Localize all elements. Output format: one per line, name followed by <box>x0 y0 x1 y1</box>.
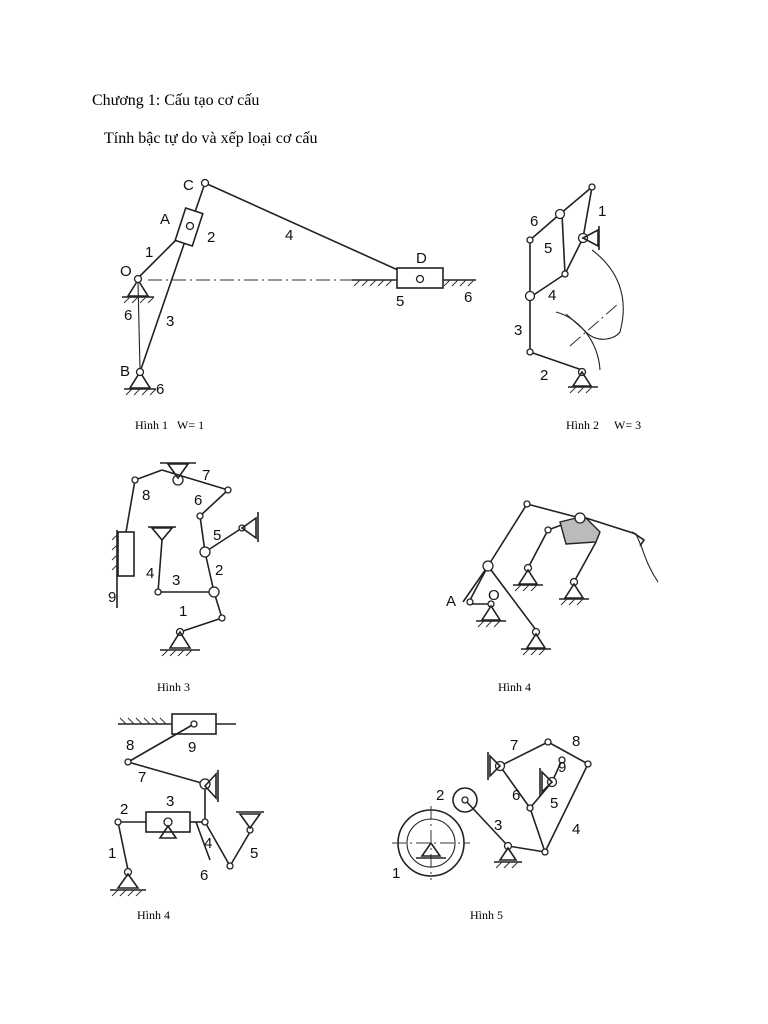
figure-4-diagram: A O <box>446 500 659 656</box>
fig4-label-O: O <box>488 587 500 604</box>
fig1-label-B: B <box>120 363 130 380</box>
fig1-label-2: 2 <box>207 229 215 246</box>
fig2-label-4: 4 <box>548 287 556 304</box>
figure-3-caption: Hình 3 <box>157 680 190 694</box>
fig3-label-3: 3 <box>172 572 180 589</box>
fig2-label-1: 1 <box>598 203 606 220</box>
fig5-label-3: 3 <box>494 817 502 834</box>
fig1-label-3: 3 <box>166 313 174 330</box>
figure-1-caption: Hình 1 W= 1 <box>135 418 205 432</box>
figure-2-diagram: 1 2 3 4 5 6 <box>514 183 624 394</box>
figure-3-diagram: 1 2 3 4 5 6 7 8 9 <box>108 462 259 657</box>
fig2-label-2: 2 <box>540 367 548 384</box>
fig2-label-5: 5 <box>544 240 552 257</box>
fig4b-label-6: 6 <box>200 867 208 884</box>
fig1-label-A: A <box>160 211 170 228</box>
fig4b-label-7: 7 <box>138 769 146 786</box>
fig4b-label-3: 3 <box>166 793 174 810</box>
fig5-label-1: 1 <box>392 865 400 882</box>
figure-2-dof: W= 3 <box>614 418 642 432</box>
fig4b-label-1: 1 <box>108 845 116 862</box>
figure-4b-diagram: 1 2 3 4 5 6 7 8 9 <box>108 713 264 897</box>
fig3-label-7: 7 <box>202 467 210 484</box>
figure-2-caption: Hình 2 W= 3 <box>566 418 642 432</box>
fig2-label-3: 3 <box>514 322 522 339</box>
fig4b-label-8: 8 <box>126 737 134 754</box>
fig1-label-O: O <box>120 263 132 280</box>
figure-4-caption: Hình 4 <box>498 680 531 694</box>
fig3-label-9: 9 <box>108 589 116 606</box>
fig5-label-7: 7 <box>510 737 518 754</box>
fig4b-label-2: 2 <box>120 801 128 818</box>
figure-5-caption: Hình 5 <box>470 908 503 922</box>
figure-1-diagram: C A O B D 1 2 3 4 5 6 6 6 <box>120 177 476 398</box>
fig3-label-1: 1 <box>179 603 187 620</box>
fig3-label-5: 5 <box>213 527 221 544</box>
fig2-label-6: 6 <box>530 213 538 230</box>
figure-1-dof: W= 1 <box>177 418 205 432</box>
fig1-label-5: 5 <box>396 293 404 310</box>
fig1-label-1: 1 <box>145 244 153 261</box>
fig3-label-8: 8 <box>142 487 150 504</box>
fig5-label-9: 9 <box>558 759 566 776</box>
figure-4b-caption: Hình 4 <box>137 908 170 922</box>
fig5-label-8: 8 <box>572 733 580 750</box>
fig5-label-6: 6 <box>512 787 520 804</box>
fig4b-label-9: 9 <box>188 739 196 756</box>
figure-5-diagram: 1 2 3 4 5 6 7 8 9 <box>392 733 592 882</box>
fig5-label-2: 2 <box>436 787 444 804</box>
fig3-label-4: 4 <box>146 565 154 582</box>
fig1-label-6-slide: 6 <box>464 289 472 306</box>
fig1-label-6-ground: 6 <box>156 381 164 398</box>
section-subheading: Tính bậc tự do và xếp loại cơ cấu <box>104 130 318 147</box>
chapter-heading: Chương 1: Cấu tạo cơ cấu <box>92 92 260 109</box>
fig4-label-A: A <box>446 593 456 610</box>
fig3-label-6: 6 <box>194 492 202 509</box>
fig1-label-C: C <box>183 177 194 194</box>
fig5-label-5: 5 <box>550 795 558 812</box>
fig5-label-4: 4 <box>572 821 580 838</box>
fig1-label-D: D <box>416 250 427 267</box>
fig4b-label-5: 5 <box>250 845 258 862</box>
fig4b-label-4: 4 <box>204 835 212 852</box>
fig1-label-6-frame: 6 <box>124 307 132 324</box>
fig1-label-4: 4 <box>285 227 293 244</box>
fig3-label-2: 2 <box>215 562 223 579</box>
